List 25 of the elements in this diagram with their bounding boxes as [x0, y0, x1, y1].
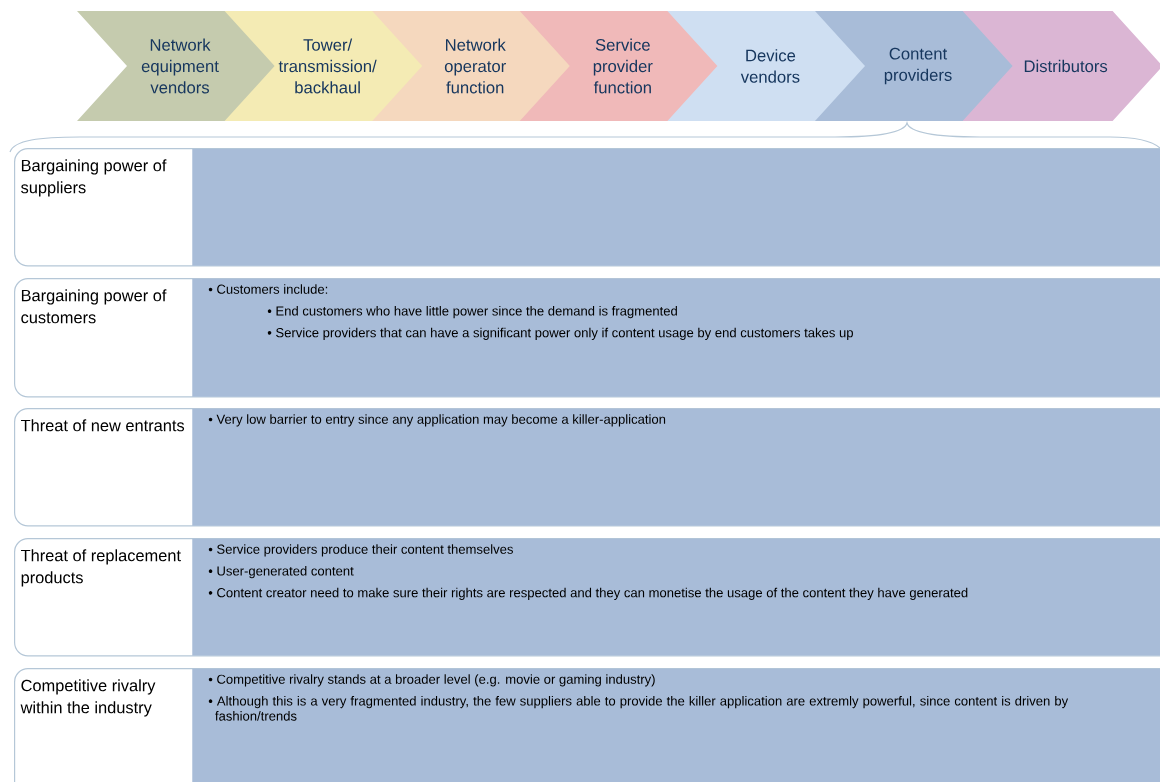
text-panel	[192, 538, 1160, 656]
bullet-text: • Service providers that can have a significant power only if content usage by end customers takes up	[267, 327, 853, 340]
value-chain-step: Network equipment vendors	[77, 11, 277, 121]
bullet-text: • Content creator need to make sure their rights are respected and they can monetise the usage of the content they have generated	[208, 587, 968, 600]
text-panel	[192, 408, 1160, 526]
bullet-text: • Customers include:	[208, 284, 328, 294]
row-heading: Bargaining power of customers	[21, 289, 167, 324]
row-heading: Bargaining power of suppliers	[21, 159, 167, 197]
empty-panel	[192, 148, 1160, 266]
value-chain-step: Service provider function	[519, 11, 720, 121]
row-heading: Threat of new entrants	[21, 419, 185, 432]
bullet-text: • Although this is a very fragmented industry, the few suppliers able to provide the killer application are extremly powerful, since content is driven by fashion/trends	[208, 696, 1069, 721]
bullet-text: • Very low barrier to entry since any application may become a killer-application	[208, 414, 666, 427]
text-panel	[192, 278, 1160, 397]
value-chain-step: Distributors	[962, 11, 1160, 121]
row-heading: Competitive rivalry within the industry	[20, 679, 156, 717]
value-chain-step: Content providers	[815, 11, 1015, 121]
value-chain-step: Device vendors	[667, 11, 868, 121]
bullet-text: • End customers who have little power since the demand is fragmented	[267, 306, 677, 319]
text-panel	[192, 668, 1160, 782]
bullet-text: • Competitive rivalry stands at a broader level (e.g. movie or gaming industry)	[208, 674, 655, 687]
row-heading: Threat of replacement products	[21, 549, 181, 587]
bullet-text: • User-generated content	[208, 566, 354, 579]
value-chain-step: Tower/ transmission/ backhaul	[224, 11, 425, 121]
bullet-text: • Service providers produce their content themselves	[208, 544, 513, 557]
